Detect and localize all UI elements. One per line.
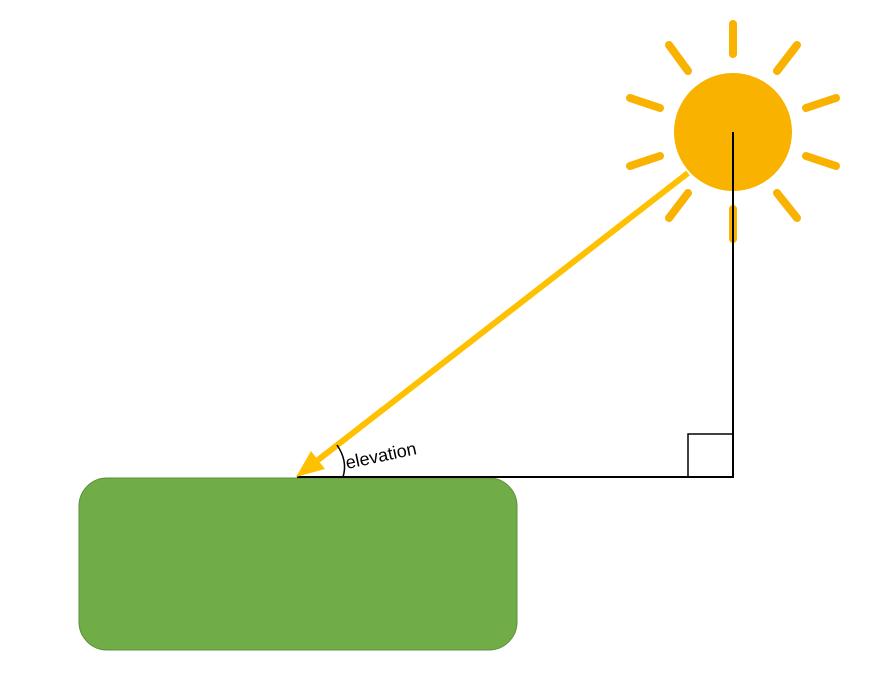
elevation-label: elevation [344,438,419,473]
sun-ray-left-lower [626,152,664,170]
sun-ray-top-right [773,41,801,75]
sun-ray-left-upper [626,94,664,112]
sun-ray-right-lower [802,152,840,170]
sunlight-ray-line [316,170,690,463]
elevation-angle-arc [336,444,346,478]
sun-ray-bottom-left [665,189,692,222]
right-angle-marker [687,433,733,477]
sun-ray-right-upper [802,94,840,112]
sun-ray-top-left [665,41,692,75]
ground-block [78,477,518,651]
sun-ray-bottom-right [773,189,801,222]
sunlight-ray-arrowhead [296,451,325,477]
